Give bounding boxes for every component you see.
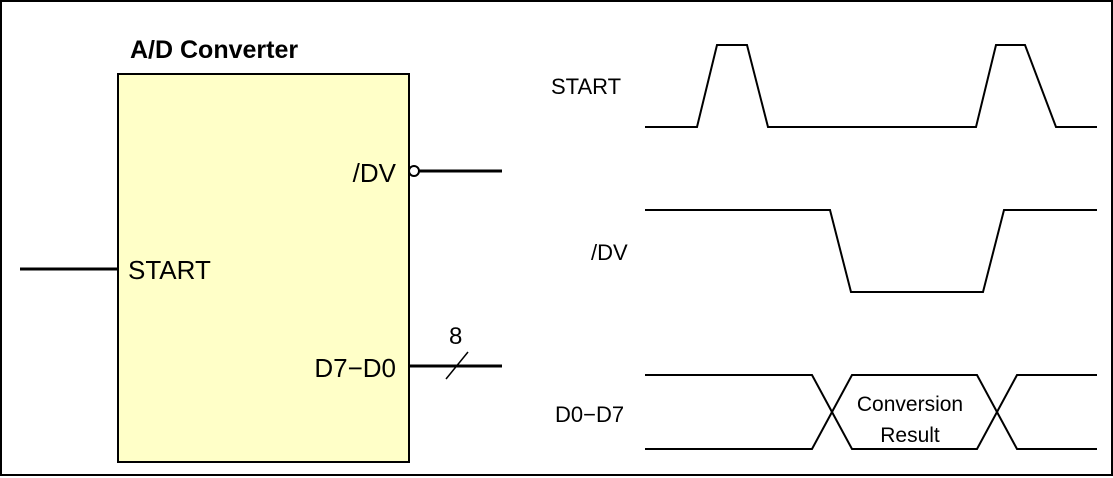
dv-signal-label: /DV [591,240,628,265]
bus-width-label: 8 [449,323,462,350]
data-waveform-top [645,374,1097,415]
start-pin-label: START [128,255,211,285]
dv-pin-label: /DV [353,158,397,188]
data-waveform-bottom [645,409,1097,450]
dv-waveform [645,209,1097,293]
start-signal-label: START [551,74,621,99]
conversion-result-line1: Conversion [857,393,963,416]
adc-block [117,73,410,463]
block-title: A/D Converter [130,36,298,64]
data-signal-label: D0−D7 [555,402,624,427]
bus-width-slash [445,351,469,380]
conversion-result-line2: Result [880,424,940,447]
data-pin-label: D7−D0 [314,353,396,383]
start-waveform [645,44,1097,128]
dv-inversion-bubble [408,165,420,177]
